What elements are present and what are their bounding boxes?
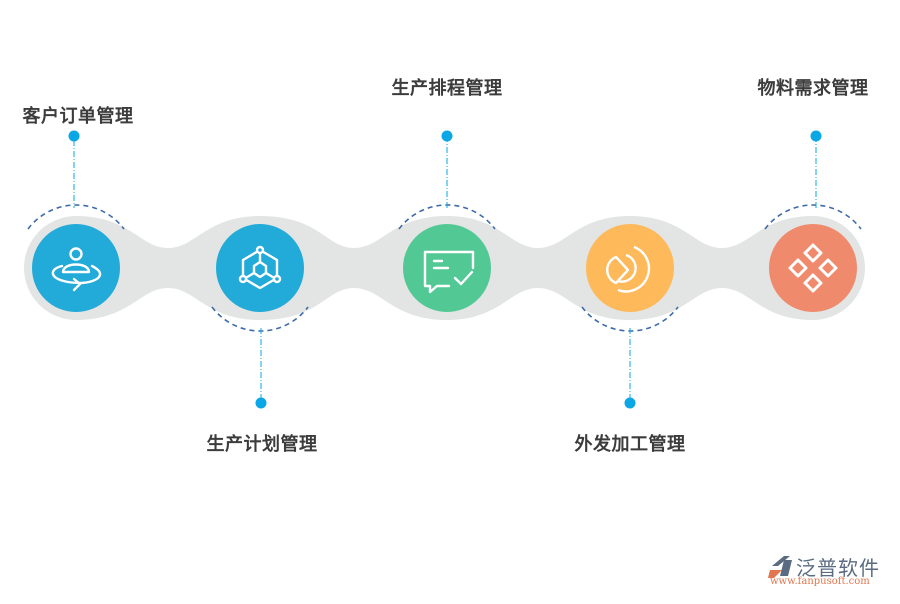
step-scheduling bbox=[403, 224, 491, 312]
step-label-customer-order: 客户订单管理 bbox=[22, 106, 134, 127]
step-outsourcing bbox=[586, 224, 674, 312]
logo-icon bbox=[768, 556, 792, 578]
step-label-outsourcing: 外发加工管理 bbox=[574, 434, 686, 455]
logo-url: www.fanpusoft.com bbox=[770, 576, 870, 587]
marker-dot bbox=[441, 130, 453, 142]
logo-name: 泛普软件 bbox=[796, 556, 880, 580]
marker-dot bbox=[255, 397, 267, 409]
leader-lines bbox=[73, 136, 817, 402]
pie-chart-icon bbox=[606, 245, 651, 293]
marker-dots bbox=[68, 130, 822, 409]
message-check-icon bbox=[423, 250, 475, 294]
step-customer-order bbox=[32, 224, 120, 312]
hexagon-network-icon bbox=[238, 245, 282, 290]
diamond-grid-icon bbox=[788, 243, 838, 293]
marker-dot bbox=[810, 130, 822, 142]
step-material-requirement bbox=[769, 224, 857, 312]
step-label-material-requirement: 物料需求管理 bbox=[757, 78, 869, 99]
step-label-production-plan: 生产计划管理 bbox=[206, 434, 318, 455]
step-production-plan bbox=[216, 224, 304, 312]
connector-band bbox=[76, 216, 813, 320]
step-label-scheduling: 生产排程管理 bbox=[391, 78, 503, 99]
person-rotate-icon bbox=[51, 247, 102, 292]
marker-dot bbox=[68, 130, 80, 142]
marker-dot bbox=[624, 397, 636, 409]
